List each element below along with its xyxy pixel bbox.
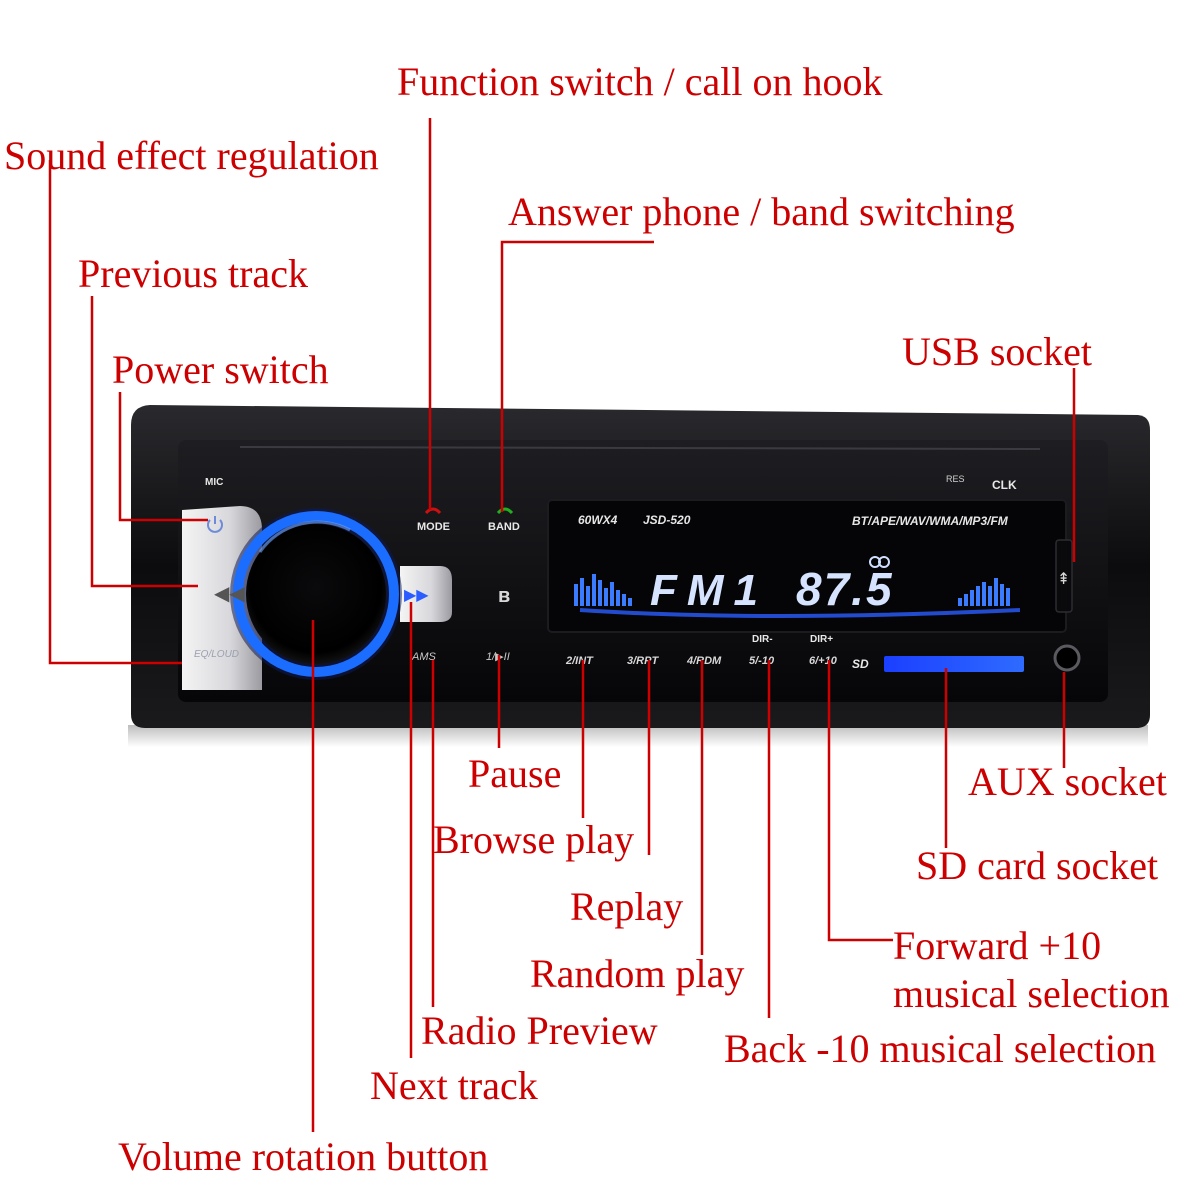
band-label: BAND [488,521,520,533]
callout-replay: Replay [570,884,684,929]
power-icon[interactable] [207,516,223,533]
display-frequency: 87.5 [796,563,894,615]
callout-random-play: Random play [530,951,745,996]
display-glow-line [579,608,1021,618]
callout-radio-preview: Radio Preview [421,1008,658,1053]
clk-button[interactable]: CLK [992,478,1017,492]
callout-previous-track: Previous track [78,251,308,296]
callout-next-track: Next track [370,1063,538,1108]
callout-pause: Pause [468,751,562,796]
mode-button[interactable]: MODE [417,507,450,533]
callout-function-switch: Function switch / call on hook [397,59,883,104]
sd-card-slot[interactable] [884,656,1024,672]
preset-button-3[interactable]: 3/RPT [627,655,659,667]
callout-usb-socket: USB socket [902,329,1092,374]
next-track-icon[interactable]: ▶▶ [404,587,429,604]
res-button[interactable]: RES [946,474,965,484]
preset-button-4[interactable]: 4/RDM [686,655,722,667]
callout-forward-10: Forward +10 musical selection [893,922,1170,1018]
dir-plus-label: DIR+ [810,634,833,645]
callout-sound-effect: Sound effect regulation [4,133,379,178]
bluetooth-icon[interactable]: ʙ [498,585,510,607]
sd-logo: SD [852,657,869,671]
usb-icon: ⇞ [1057,571,1070,588]
mic-label: MIC [205,477,223,488]
preset-button-6[interactable]: 6/+10 [809,655,838,667]
callout-volume-button: Volume rotation button [118,1134,489,1179]
display-band: FM1 [650,566,768,615]
callout-forward-line2: musical selection [893,971,1170,1016]
supported-formats: BT/APE/WAV/WMA/MP3/FM [852,514,1009,528]
power-rating: 60WX4 [578,513,618,527]
preset-button-5[interactable]: 5/-10 [749,655,775,667]
top-slot-line [239,446,1041,450]
callout-sd-card-socket: SD card socket [916,843,1159,888]
leader-lines [48,118,1076,1132]
spectrum-right [958,578,1010,606]
preset-button-2[interactable]: 2/INT [565,655,594,667]
callout-power-switch: Power switch [112,347,329,392]
volume-knob[interactable] [230,508,402,680]
eq-loud-label[interactable]: EQ/LOUD [194,649,239,660]
mode-label: MODE [417,521,450,533]
preset-button-row: 2/INT 3/RPT 4/RDM 5/-10 6/+10 DIR- DIR+ [565,634,838,667]
spectrum-left [574,574,632,606]
callout-browse-play: Browse play [433,817,635,862]
usb-port[interactable] [1055,539,1073,613]
callout-back-10: Back -10 musical selection [724,1026,1157,1071]
callout-aux-socket: AUX socket [968,759,1167,804]
callout-forward-line1: Forward +10 [893,923,1102,968]
model-number: JSD-520 [643,513,691,527]
silver-right-wing [400,566,452,622]
device-shadow [128,725,1148,747]
band-button[interactable]: BAND [488,507,520,533]
callout-answer-phone: Answer phone / band switching [508,189,1015,234]
aux-jack[interactable] [1053,644,1081,672]
dir-minus-label: DIR- [752,634,773,645]
ams-button[interactable]: AMS [411,651,437,663]
previous-track-icon[interactable]: ◀◀ [214,583,245,605]
stereo-icon [869,556,890,568]
